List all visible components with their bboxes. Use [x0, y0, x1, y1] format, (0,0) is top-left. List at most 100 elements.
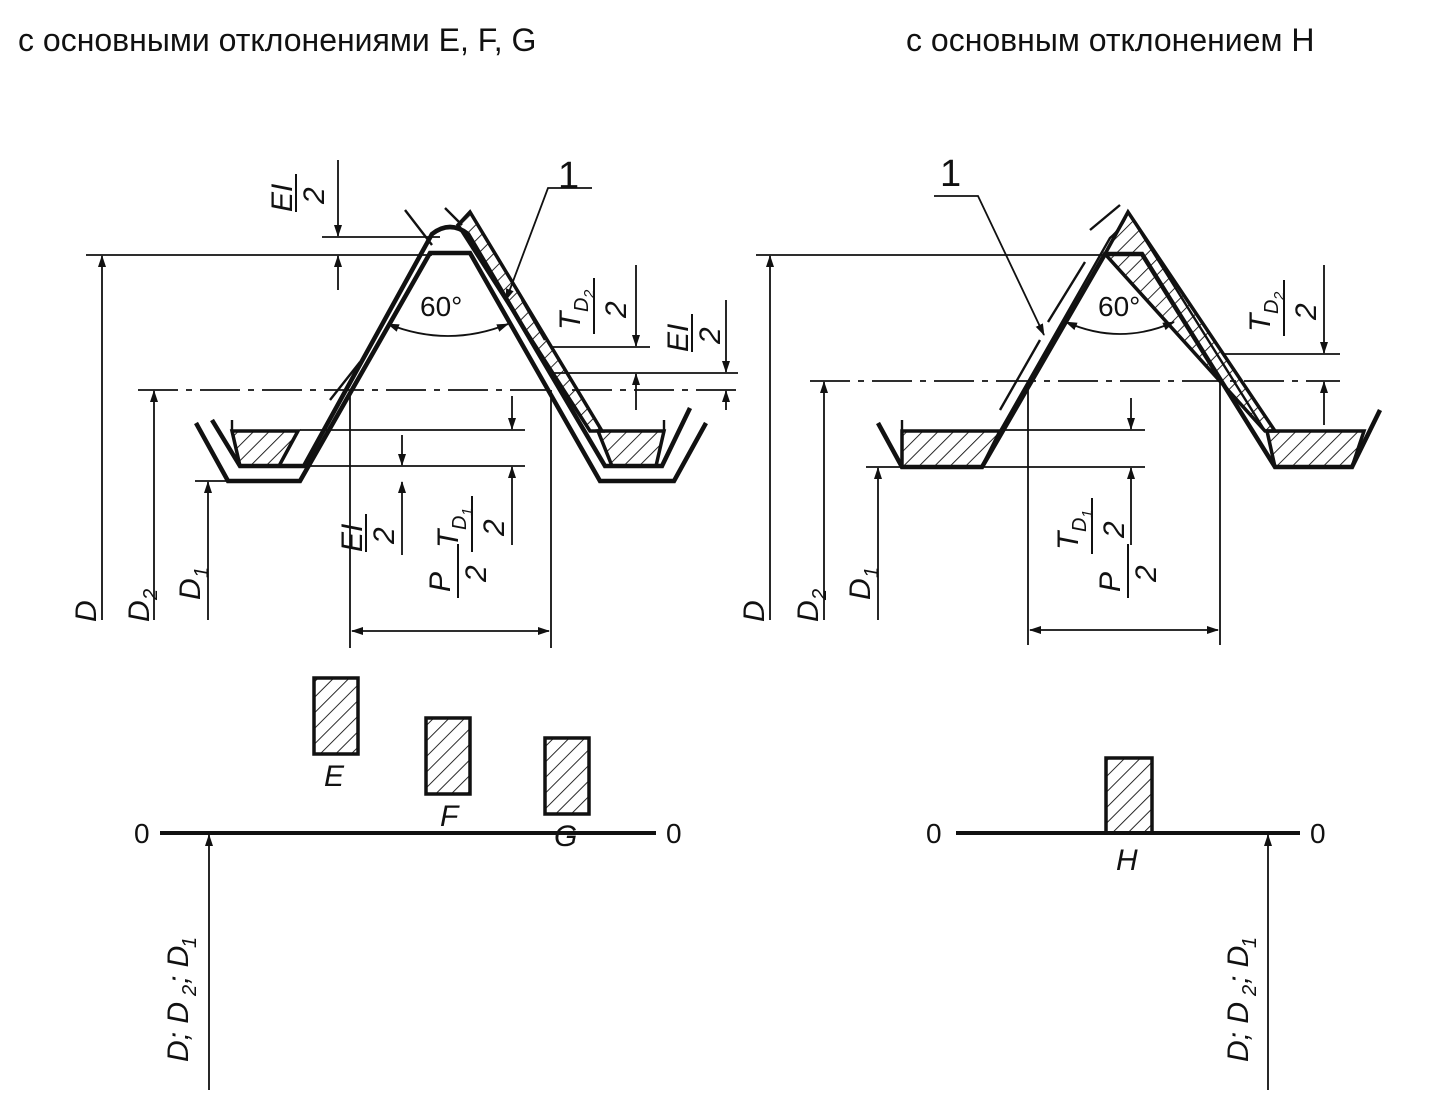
svg-text:D; D: D; D — [1222, 1002, 1255, 1062]
svg-text:D: D — [174, 578, 207, 600]
svg-text:1: 1 — [1239, 937, 1261, 948]
minor-step-right — [598, 420, 666, 433]
zone-H-label: H — [1116, 844, 1138, 877]
actual-profile — [210, 224, 693, 469]
EI-half-top-label: EI 2 — [266, 174, 331, 212]
flank-zone — [455, 209, 606, 433]
svg-text:2: 2 — [600, 301, 633, 319]
minor-step-left — [230, 420, 298, 433]
svg-text:1: 1 — [459, 508, 476, 516]
D-label: D — [70, 600, 103, 622]
D2-label-r: D 2 — [792, 589, 831, 622]
zone-H — [1104, 756, 1154, 835]
right-thread-profile: 1 60° D D 2 D 1 T D 2 2 T D 1 2 P — [738, 153, 1383, 1090]
svg-text:; D: ; D — [162, 946, 195, 984]
TD1-half-label: T D 1 2 — [432, 496, 511, 552]
svg-text:T: T — [554, 309, 587, 330]
svg-text:EI: EI — [336, 524, 369, 552]
svg-text:2: 2 — [478, 519, 511, 537]
svg-text:D; D: D; D — [162, 1002, 195, 1062]
D2-label: D 2 — [123, 589, 162, 622]
svg-text:2: 2 — [298, 187, 331, 205]
crest-mark-1 — [404, 209, 433, 246]
svg-text:2: 2 — [1290, 303, 1323, 321]
minor-zone-right — [595, 429, 667, 468]
svg-text:1: 1 — [179, 937, 201, 948]
svg-text:2: 2 — [581, 289, 598, 299]
axis-label-left: D; D 2 ; D 1 — [162, 937, 201, 1062]
callout-leader-right — [934, 195, 1045, 336]
angle-arc-right — [1065, 321, 1175, 335]
actual-profile-r — [998, 209, 1364, 433]
svg-text:P: P — [424, 572, 457, 592]
zero-left-start: 0 — [134, 818, 150, 849]
TD1-half-label-r: T D 1 2 — [1052, 498, 1131, 554]
svg-text:2: 2 — [1098, 521, 1131, 539]
left-thread-profile: 1 60° D D 2 D 1 EI 2 T D 2 2 EI 2 — [70, 155, 738, 1090]
crest-mark-2 — [444, 207, 463, 226]
zone-F-label: F — [440, 800, 460, 833]
svg-text:D: D — [70, 600, 103, 622]
svg-text:1: 1 — [861, 567, 883, 578]
zone-E — [312, 676, 360, 756]
svg-text:2: 2 — [809, 589, 831, 601]
minor-zone-right-r — [1264, 429, 1367, 469]
D-label-r: D — [738, 600, 771, 622]
svg-text:D: D — [1069, 518, 1091, 532]
zone-F — [424, 716, 472, 796]
svg-text:2: 2 — [694, 327, 727, 345]
svg-text:1: 1 — [1079, 510, 1096, 518]
svg-text:; D: ; D — [1222, 946, 1255, 984]
svg-text:1: 1 — [191, 567, 213, 578]
svg-text:P: P — [1094, 572, 1127, 592]
svg-text:2: 2 — [1130, 565, 1163, 583]
svg-text:2: 2 — [1271, 291, 1288, 301]
svg-text:2: 2 — [179, 985, 201, 997]
svg-text:2: 2 — [140, 589, 162, 601]
svg-text:T: T — [1052, 529, 1085, 550]
P-half-label-left: P 2 — [424, 544, 493, 598]
svg-text:D: D — [123, 600, 156, 622]
D1-label: D 1 — [174, 567, 213, 600]
svg-text:D: D — [571, 298, 593, 312]
svg-text:2: 2 — [368, 527, 401, 545]
nominal-profile-r — [876, 251, 1383, 470]
angle-label-left: 60° — [420, 291, 462, 322]
svg-text:D: D — [449, 516, 471, 530]
callout-leader-left — [505, 187, 592, 301]
zone-G-label: G — [554, 820, 577, 853]
svg-text:D: D — [1261, 300, 1283, 314]
zero-right-start: 0 — [926, 818, 942, 849]
flank-mark-r — [998, 339, 1042, 411]
flank-mark-right — [520, 299, 547, 341]
svg-text:D: D — [844, 578, 877, 600]
title-left: с основными отклонениями E, F, G — [18, 22, 537, 58]
nominal-profile — [194, 250, 708, 484]
TD2-half-label-r: T D 2 2 — [1244, 280, 1323, 336]
minor-zone-left — [229, 429, 301, 468]
svg-text:2: 2 — [460, 565, 493, 583]
crest-mark-r — [1089, 204, 1121, 231]
zero-left-end: 0 — [666, 818, 682, 849]
svg-text:D: D — [792, 600, 825, 622]
svg-text:2: 2 — [1239, 985, 1261, 997]
svg-text:EI: EI — [662, 324, 695, 352]
zero-right-end: 0 — [1310, 818, 1326, 849]
flank-mark-r2 — [1046, 261, 1087, 323]
zone-G — [543, 736, 591, 816]
D1-label-r: D 1 — [844, 567, 883, 600]
svg-text:T: T — [432, 527, 465, 548]
svg-text:EI: EI — [266, 184, 299, 212]
P-half-label-right: P 2 — [1094, 544, 1163, 598]
svg-text:T: T — [1244, 311, 1277, 332]
svg-text:D: D — [738, 600, 771, 622]
EI-half-pitch-label: EI 2 — [662, 314, 727, 352]
axis-label-right: D; D 2 ; D 1 — [1222, 937, 1261, 1062]
callout-1-right: 1 — [940, 153, 961, 195]
angle-arc-left — [387, 323, 509, 337]
angle-label-right: 60° — [1098, 291, 1140, 322]
zone-E-label: E — [324, 760, 345, 793]
minor-step-left-r — [900, 420, 1000, 433]
EI-half-minor-label: EI 2 — [336, 514, 401, 552]
